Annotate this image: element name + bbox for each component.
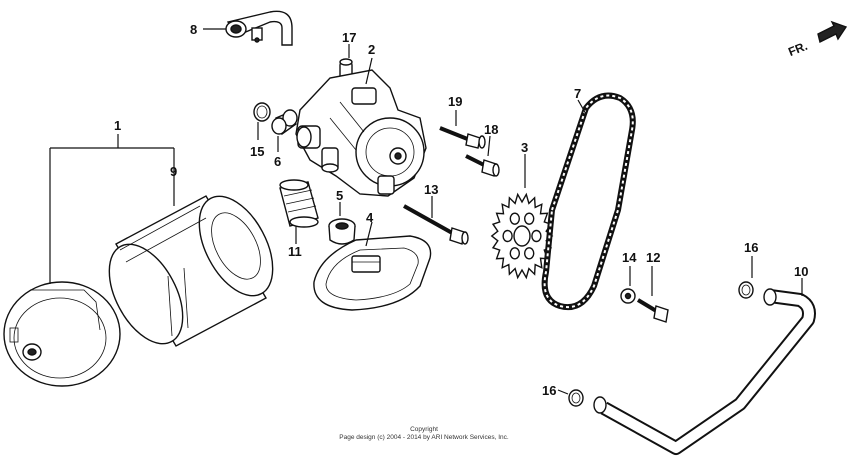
part-fitting-11 bbox=[279, 179, 319, 228]
part-chain-7 bbox=[541, 92, 636, 310]
callout-8: 8 bbox=[190, 22, 197, 37]
part-o-ring-16-lower bbox=[568, 389, 584, 407]
part-bolt-13 bbox=[403, 204, 469, 245]
callout-19: 19 bbox=[448, 94, 462, 109]
copyright-line-2: Page design (c) 2004 - 2014 by ARI Netwo… bbox=[339, 434, 509, 441]
callout-15: 15 bbox=[250, 144, 264, 159]
part-o-ring-15 bbox=[253, 102, 271, 122]
part-washer-14 bbox=[620, 288, 636, 304]
part-bolt-18 bbox=[465, 154, 500, 177]
part-oil-pump-2 bbox=[295, 69, 427, 197]
callout-9: 9 bbox=[170, 164, 177, 179]
callout-1: 1 bbox=[114, 118, 121, 133]
callout-16-upper: 16 bbox=[744, 240, 758, 255]
callout-10: 10 bbox=[794, 264, 808, 279]
part-o-ring-16-upper bbox=[738, 281, 754, 299]
callout-5: 5 bbox=[336, 188, 343, 203]
part-seal-5 bbox=[328, 218, 356, 245]
part-oil-pipe-10 bbox=[593, 288, 816, 455]
callout-12: 12 bbox=[646, 250, 660, 265]
callout-13: 13 bbox=[424, 182, 438, 197]
part-strainer-4 bbox=[313, 235, 432, 311]
part-sprocket-3 bbox=[490, 192, 554, 280]
callout-7: 7 bbox=[574, 86, 581, 101]
callout-bracket-1-9 bbox=[49, 134, 175, 284]
part-collar-6 bbox=[271, 109, 298, 136]
callout-4: 4 bbox=[366, 210, 374, 225]
callout-2: 2 bbox=[368, 42, 375, 57]
callout-18: 18 bbox=[484, 122, 498, 137]
callout-17: 17 bbox=[342, 30, 356, 45]
part-bolt-19 bbox=[439, 126, 486, 149]
part-hose-8 bbox=[225, 10, 293, 46]
callout-14: 14 bbox=[622, 250, 637, 265]
callout-11: 11 bbox=[288, 244, 302, 259]
callout-16-lower: 16 bbox=[542, 383, 556, 398]
copyright-line-1: Copyright bbox=[410, 426, 438, 433]
front-direction-label: FR. bbox=[786, 39, 809, 59]
callout-6: 6 bbox=[274, 154, 281, 169]
part-bolt-12 bbox=[636, 298, 669, 323]
part-oil-filter-9 bbox=[108, 195, 274, 347]
callout-3: 3 bbox=[521, 140, 528, 155]
part-oil-filter-end bbox=[3, 281, 121, 387]
front-direction-arrow: FR. bbox=[786, 20, 848, 59]
